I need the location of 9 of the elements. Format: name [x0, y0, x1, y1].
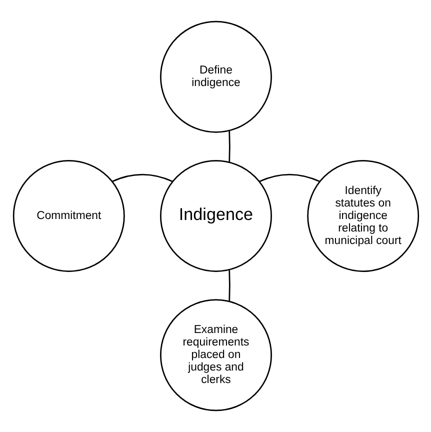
connector: [228, 270, 230, 302]
node-circle: Commitment: [12, 160, 124, 272]
node-circle: Examine requirements placed on judges and clerks: [160, 299, 272, 412]
connector: [112, 174, 172, 182]
connector: [258, 174, 320, 182]
connector: [228, 130, 230, 162]
node-circle: Define indigence: [160, 20, 272, 133]
node-circle: Identify statutes on indigence relating to municipal court: [306, 160, 419, 272]
node-circle: Indigence: [160, 160, 272, 272]
